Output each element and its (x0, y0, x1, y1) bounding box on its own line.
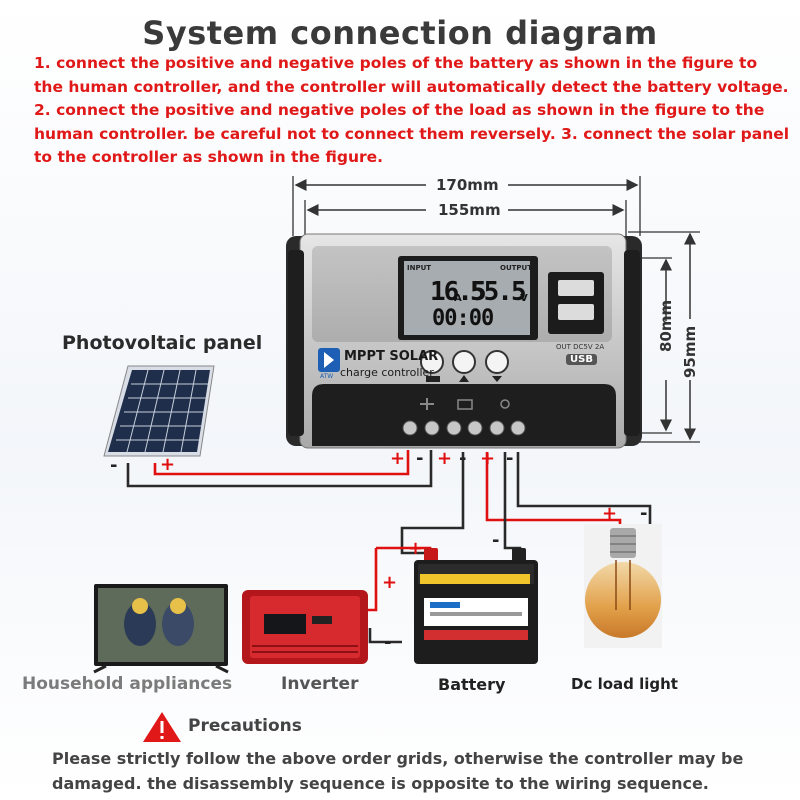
household-appliances-label: Household appliances (22, 674, 233, 694)
dim-80mm-label: 80mm (657, 299, 675, 352)
inverter-label: Inverter (281, 674, 359, 694)
battery-minus-marker: - (492, 530, 500, 551)
pv-minus-marker: - (110, 455, 118, 476)
lcd-voltage-unit: V (520, 293, 528, 304)
page-title: System connection diagram (142, 14, 658, 52)
terminal-block (402, 398, 526, 436)
usb-badge: USB (566, 354, 597, 365)
ctrl-load-plus-marker: + (480, 448, 496, 469)
light-minus-marker: - (640, 503, 648, 524)
tv-icon (93, 584, 229, 674)
inverter-plus-marker: + (382, 572, 398, 593)
lcd-screen (404, 261, 530, 335)
dim-95mm-label: 95mm (681, 325, 699, 378)
light-bulb-icon (584, 524, 662, 648)
dc-load-light-label: Dc load light (571, 675, 678, 693)
lcd-current-unit: A (454, 293, 462, 304)
warning-icon (143, 712, 181, 742)
precautions-text: Please strictly follow the above order g… (52, 749, 744, 793)
dimension-80mm (640, 257, 672, 434)
battery-icon (414, 548, 538, 664)
charge-controller (286, 233, 642, 449)
lcd-time: 00:00 (432, 306, 494, 331)
logo-text: ATW (320, 373, 334, 380)
ctrl-bat-minus-marker: - (459, 448, 467, 469)
instructions-text: 1. connect the positive and negative pol… (34, 54, 790, 166)
dim-170mm-label: 170mm (436, 176, 499, 194)
precautions-title: Precautions (188, 716, 302, 736)
controller-buttons (420, 350, 509, 382)
battery-plus-marker: + (408, 538, 424, 559)
brand-line-2: charge controller (340, 366, 434, 379)
down-arrow-icon (492, 376, 502, 382)
ctrl-pv-minus-marker: - (416, 448, 424, 469)
lcd-input-label: INPUT (407, 264, 432, 272)
brand-line-1: MPPT SOLAR (344, 349, 439, 364)
ctrl-load-minus-marker: - (506, 448, 514, 469)
lcd-current-value: 16.5 (430, 277, 487, 307)
pv-plus-marker: + (160, 454, 176, 475)
inverter-minus-marker: - (384, 632, 392, 653)
lcd-output-label: OUTPUT (500, 264, 532, 272)
dim-155mm-label: 155mm (438, 201, 501, 219)
dimension-170mm (292, 176, 641, 236)
light-plus-marker: + (602, 503, 618, 524)
up-button[interactable] (452, 350, 476, 374)
photovoltaic-panel-label: Photovoltaic panel (62, 332, 263, 354)
usb-output-label: OUT DC5V 2A (556, 343, 605, 351)
brand-logo-icon (318, 348, 340, 372)
up-arrow-icon (459, 375, 469, 382)
ctrl-pv-plus-marker: + (390, 448, 406, 469)
lcd-voltage-value: 55.5 (470, 277, 527, 307)
battery-label: Battery (438, 675, 506, 694)
inverter-icon (242, 590, 368, 664)
enter-icon (426, 376, 440, 382)
solar-panel-icon (103, 365, 215, 457)
menu-button[interactable] (420, 350, 444, 374)
dimension-155mm (304, 200, 627, 236)
down-button[interactable] (485, 350, 509, 374)
ctrl-bat-plus-marker: + (437, 448, 453, 469)
